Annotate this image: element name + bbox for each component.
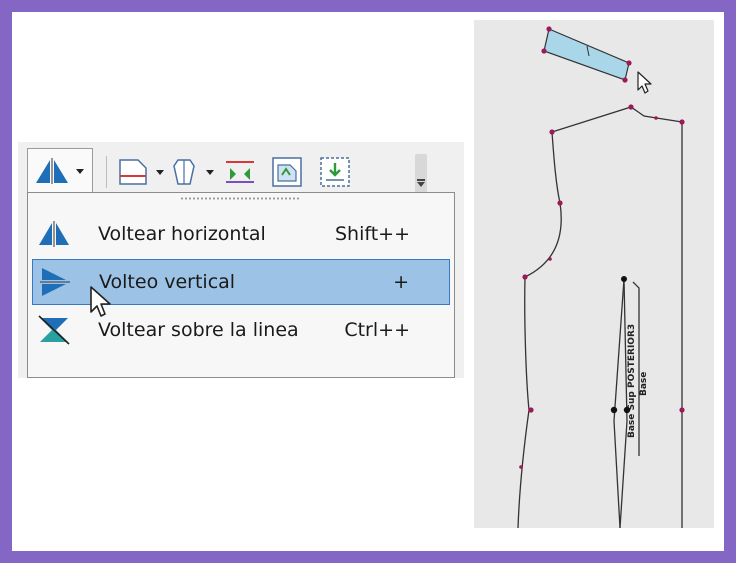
menu-item-flip-over-line[interactable]: Voltear sobre la linea Ctrl++ [32,307,450,353]
menu-item-flip-horizontal[interactable]: Voltear horizontal Shift++ [32,211,450,257]
menu-item-shortcut: Ctrl++ [344,319,410,341]
pattern-canvas[interactable]: Base Sup POSTERIOR3 Base [474,20,714,528]
flip-horizontal-icon [34,214,74,254]
selected-pattern-piece[interactable] [541,26,632,83]
boundary-tool-button[interactable] [116,154,164,190]
chevron-down-icon[interactable] [76,168,84,174]
menu-item-shortcut: Shift++ [334,223,410,245]
pattern-piece-outline[interactable] [517,106,683,528]
menu-screenshot: Voltear horizontal Shift++ Volteo vertic… [18,142,464,378]
dart-points[interactable] [610,276,631,414]
chevron-down-icon[interactable] [206,169,214,175]
piece-tool-button[interactable] [168,154,214,190]
piece-base-label: Base [639,372,649,396]
piece-icon [168,156,200,188]
align-icon [222,156,258,188]
mouse-cursor-icon [89,285,115,323]
flip-dropdown-menu: Voltear horizontal Shift++ Volteo vertic… [27,192,455,378]
menu-item-label: Voltear horizontal [98,223,266,245]
menu-item-shortcut: + [393,271,409,293]
boundary-icon [116,156,150,188]
rotate-tool-button[interactable] [270,154,304,190]
image-frame: Voltear horizontal Shift++ Volteo vertic… [12,12,724,551]
chevron-down-icon[interactable] [156,169,164,175]
import-icon [318,155,352,189]
rotate-icon [270,155,304,189]
flip-line-icon [34,310,74,350]
menu-item-flip-vertical[interactable]: Volteo vertical + [32,259,450,305]
toolbar-separator [106,156,107,188]
flip-vertical-icon [35,262,75,302]
pattern-points[interactable] [519,104,685,469]
mouse-cursor-icon [637,71,652,94]
align-tool-button[interactable] [222,154,258,190]
import-tool-button[interactable] [318,154,352,190]
toolbar-overflow-handle[interactable] [415,154,427,194]
menu-item-label: Voltear sobre la linea [98,319,299,341]
menu-drag-handle[interactable] [180,197,300,200]
flip-tool-button[interactable] [27,148,93,193]
piece-name-label: Base Sup POSTERIOR3 [627,324,637,438]
flip-icon [34,157,70,185]
menu-item-label: Volteo vertical [99,271,236,293]
